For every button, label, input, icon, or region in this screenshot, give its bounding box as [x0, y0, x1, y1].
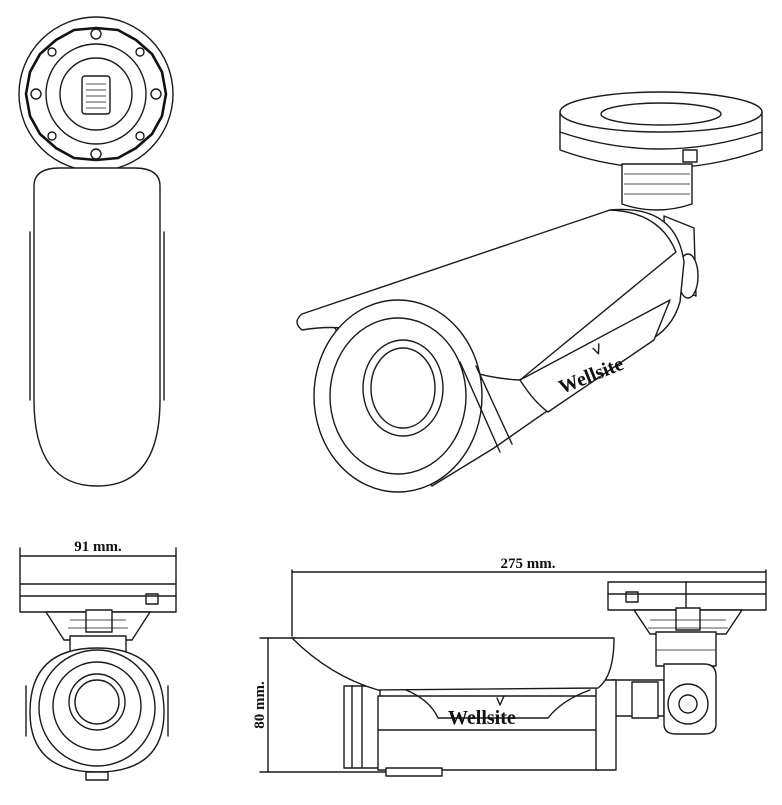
side-height-dimension [259, 637, 401, 773]
side-view: 275 mm. 80 mm. [252, 556, 767, 777]
front-width-label: 91 mm. [74, 539, 122, 555]
side-joint [611, 607, 743, 735]
front-lens-housing [25, 647, 169, 781]
perspective-housing [296, 208, 685, 493]
side-height-label: 80 mm. [252, 681, 268, 729]
front-mount-plate [19, 583, 177, 613]
perspective-brand-leaf-icon [592, 343, 600, 355]
side-length-dimension [291, 569, 767, 637]
top-view [18, 16, 174, 487]
perspective-view: Wellsite [296, 91, 763, 493]
top-view-mount-base [18, 16, 174, 172]
top-view-housing [29, 167, 165, 487]
side-length-label: 275 mm. [501, 556, 556, 572]
side-brand-label: Wellsite [448, 707, 516, 729]
perspective-mount-base [559, 91, 763, 169]
side-brand-leaf-icon [496, 695, 505, 706]
side-housing [291, 637, 617, 777]
front-view: 91 mm. [19, 539, 177, 781]
front-width-dimension [19, 547, 177, 585]
side-mount-plate [607, 581, 767, 611]
